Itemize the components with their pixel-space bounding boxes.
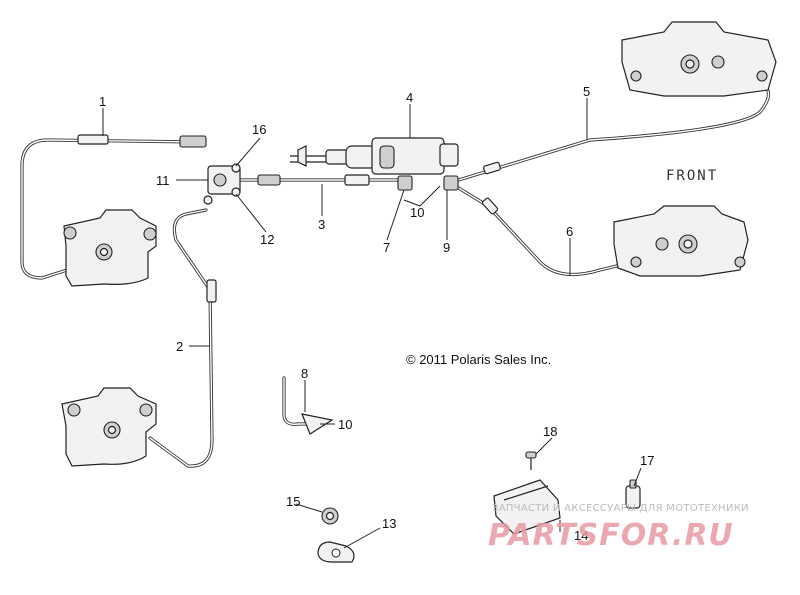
callout-1: 1	[99, 94, 106, 109]
callout-13: 13	[382, 516, 396, 531]
callout-9: 9	[443, 240, 450, 255]
caliper-front-upper	[621, 21, 777, 97]
caliper-rear-lower	[61, 387, 157, 467]
caliper-rear-upper	[63, 209, 157, 287]
brake-line-6	[450, 182, 660, 277]
screw-18	[525, 451, 537, 470]
callout-12: 12	[260, 232, 274, 247]
callout-5: 5	[583, 84, 590, 99]
callout-10-upper: 10	[410, 205, 424, 220]
leader-lines	[102, 98, 642, 549]
brake-line-2	[148, 208, 217, 468]
front-label: FRONT	[666, 168, 718, 184]
brake-line-3	[238, 174, 400, 186]
callout-8: 8	[301, 366, 308, 381]
junction-block	[203, 163, 241, 205]
callout-7: 7	[383, 240, 390, 255]
callout-16: 16	[252, 122, 266, 137]
callout-10-lower: 10	[338, 417, 352, 432]
callout-11: 11	[156, 173, 170, 188]
callout-17: 17	[640, 453, 654, 468]
hose-fitting-8	[282, 376, 334, 435]
bracket-14	[493, 479, 561, 535]
callout-14: 14	[574, 528, 588, 543]
callout-18: 18	[543, 424, 557, 439]
brake-line-1	[20, 134, 207, 280]
callout-3: 3	[318, 217, 325, 232]
watermark-brand: PARTSFOR.RU	[488, 518, 734, 553]
callout-15: 15	[286, 494, 300, 509]
bolt-15	[321, 507, 339, 525]
callout-4: 4	[406, 90, 413, 105]
watermark-tagline: ЗАПЧАСТИ И АКСЕССУАРЫ ДЛЯ МОТОТЕХНИКИ	[492, 503, 749, 514]
caliper-front-lower	[613, 205, 749, 277]
callout-6: 6	[566, 224, 573, 239]
copyright-notice: © 2011 Polaris Sales Inc.	[406, 352, 551, 367]
master-cylinder	[290, 137, 459, 191]
callout-2: 2	[176, 339, 183, 354]
